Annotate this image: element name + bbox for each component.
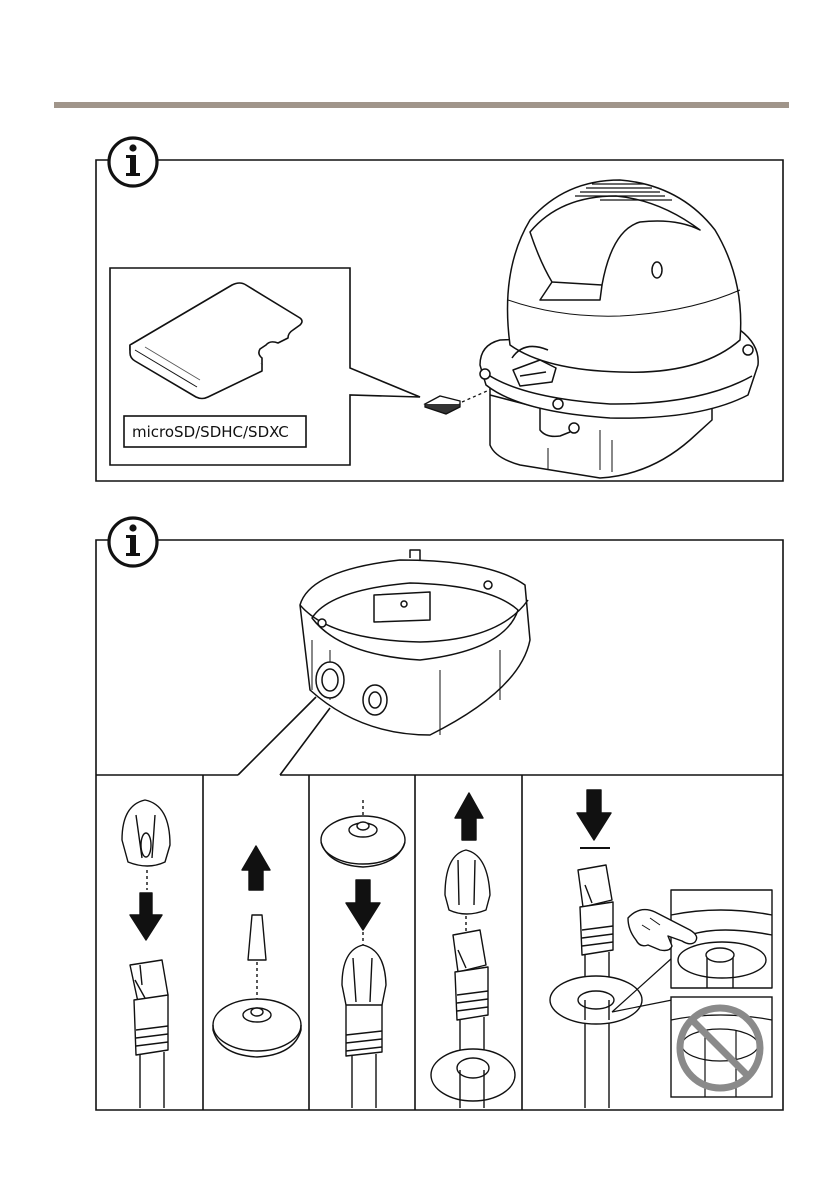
step-connector-boot [122, 800, 170, 1108]
step-grommet-boot [321, 800, 405, 1108]
step-grommet-plug [213, 846, 301, 1057]
card-label: microSD/SDHC/SDXC [132, 423, 289, 441]
info-icon [109, 518, 157, 566]
card-label-box: microSD/SDHC/SDXC [124, 416, 306, 447]
step-boot-removal [431, 793, 515, 1108]
prohibited-icon [671, 997, 772, 1097]
mounting-ring-icon [300, 550, 530, 735]
dome-camera-icon [480, 180, 758, 478]
info-icon [109, 138, 157, 186]
